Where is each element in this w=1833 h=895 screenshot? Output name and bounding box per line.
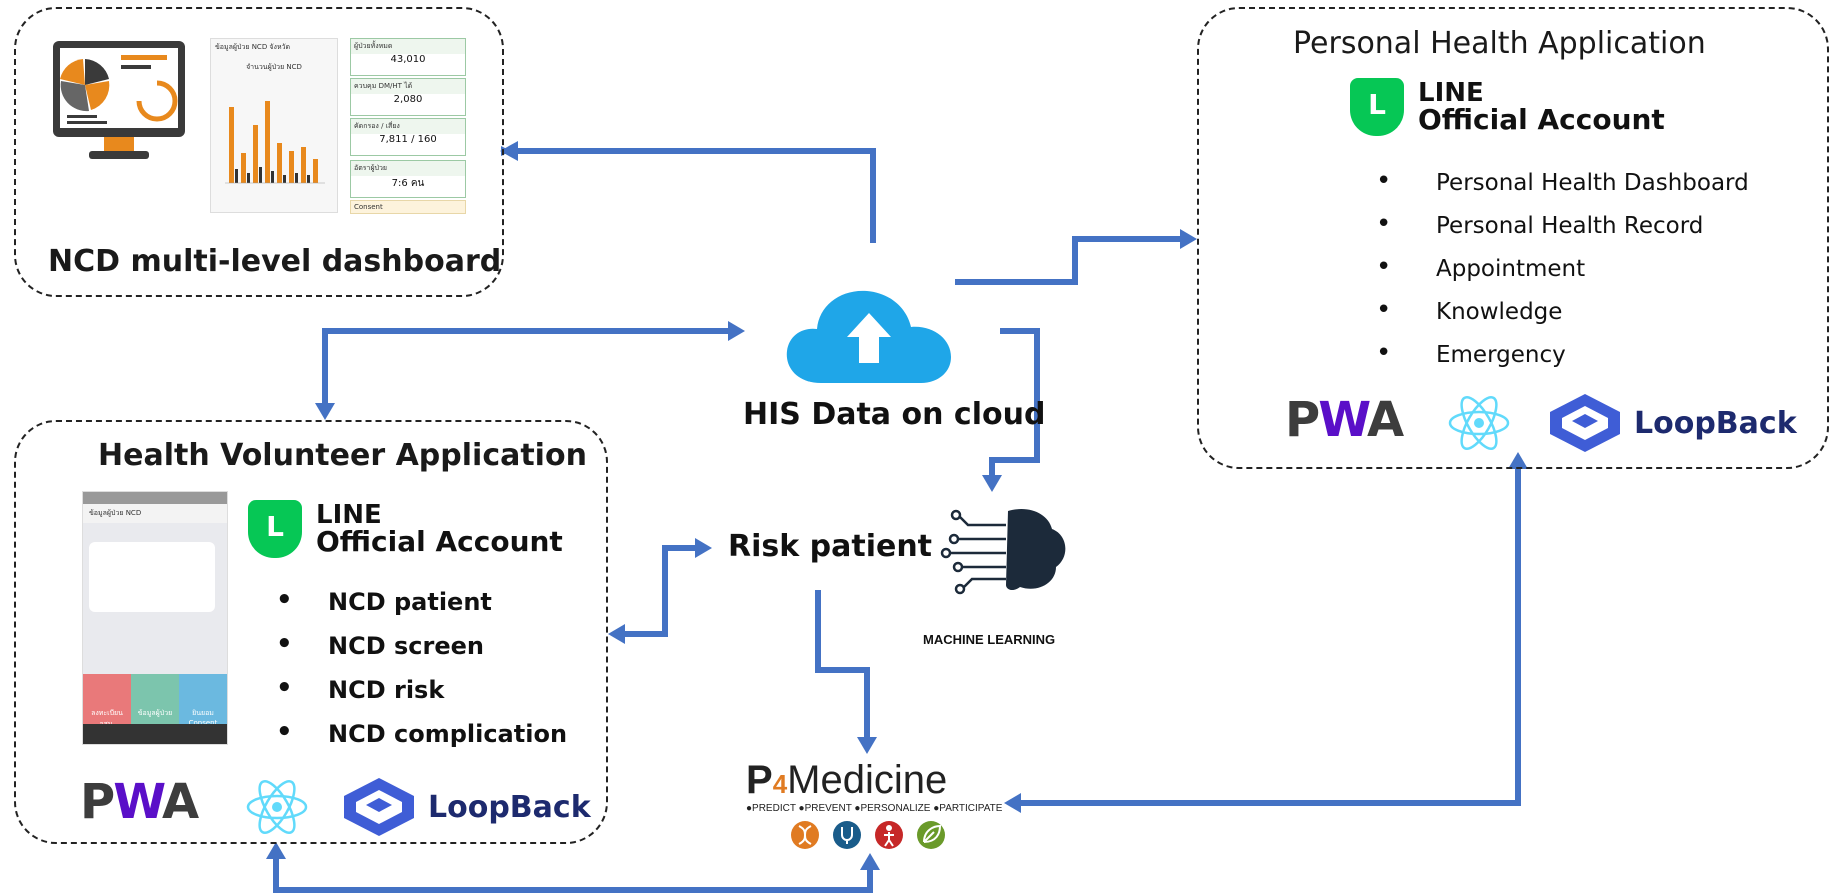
dashboard-screenshot-header: ข้อมูลผู้ป่วย NCD จังหวัด: [215, 43, 291, 51]
phone-tab-patient[interactable]: ข้อมูลผู้ป่วย: [131, 674, 179, 724]
list-item: NCD screen: [276, 622, 567, 668]
line-logo-text: LINE: [1418, 78, 1484, 108]
list-item: Knowledge: [1376, 289, 1749, 334]
p4-title: P4Medicine: [746, 758, 948, 802]
arrow-cloud-to-personal: [955, 236, 1185, 285]
line-logo-subtext: Official Account: [1418, 103, 1665, 136]
line-icon: L: [248, 500, 302, 558]
phone-tab-register[interactable]: ลงทะเบียน อสม.: [83, 674, 131, 728]
dashboard-chart-title: จำนวนผู้ป่วย NCD: [246, 63, 302, 71]
loopback-icon: [344, 778, 414, 836]
volunteer-feature-list: NCD patient NCD screen NCD risk NCD comp…: [276, 578, 567, 756]
line-icon: L: [1350, 78, 1404, 136]
line-logo-subtext: Official Account: [316, 525, 563, 558]
volunteer-line-logo: L LINE Official Account: [248, 500, 563, 558]
arrow-personal-p4: [1018, 465, 1521, 806]
arrow-volunteer-p4: [273, 854, 873, 893]
dashboard-stat-5: Consent: [350, 200, 466, 214]
list-item: Emergency: [1376, 332, 1749, 377]
personal-panel-title: Personal Health Application: [1293, 26, 1706, 61]
list-item: Personal Health Dashboard: [1376, 160, 1749, 205]
phone-tab-consent[interactable]: ยินยอม Consent: [179, 674, 227, 727]
cloud-label: HIS Data on cloud: [743, 397, 1046, 432]
dashboard-stat-2: ควบคุม DM/HT ได้ 2,080: [350, 78, 466, 116]
arrow-cloud-to-ml: [989, 328, 1040, 480]
personal-panel: [1197, 7, 1829, 469]
cloud-upload-icon: [786, 290, 951, 383]
p4-icon-row: [790, 820, 986, 850]
list-item: NCD complication: [276, 710, 567, 756]
personal-pwa-logo: PWA: [1285, 392, 1404, 448]
risk-patient-label: Risk patient: [728, 529, 933, 564]
volunteer-loopback-logo: LoopBack: [340, 776, 591, 838]
person-icon: [875, 821, 903, 849]
p4-medicine-logo: P4Medicine ●PREDICT ●PREVENT ●PERSONALIZ…: [746, 758, 1003, 850]
loopback-text: LoopBack: [428, 789, 591, 825]
volunteer-phone-screenshot: ข้อมูลผู้ป่วย NCD ลงทะเบียน อสม. ข้อมูลผ…: [82, 491, 228, 745]
machine-learning-label: MACHINE LEARNING: [923, 632, 1056, 647]
dashboard-panel: [14, 7, 504, 297]
list-item: NCD risk: [276, 666, 567, 712]
line-logo-text: LINE: [316, 500, 382, 530]
personal-react-icon: [1448, 396, 1510, 450]
p4-subtitle: ●PREDICT ●PREVENT ●PERSONALIZE ●PARTICIP…: [746, 803, 1003, 814]
loopback-text: LoopBack: [1634, 405, 1797, 441]
volunteer-panel-title: Health Volunteer Application: [98, 438, 587, 473]
arrow-cloud-to-dashboard: [508, 148, 876, 243]
dashboard-stat-4: อัตราผู้ป่วย 7:6 คน: [350, 160, 466, 198]
dashboard-stat-1: ผู้ป่วยทั้งหมด 43,010: [350, 38, 466, 76]
list-item: Appointment: [1376, 246, 1749, 291]
loopback-icon: [1550, 394, 1620, 452]
dashboard-screenshot: ข้อมูลผู้ป่วย NCD จังหวัด จำนวนผู้ป่วย N…: [210, 38, 338, 213]
phone-header: ข้อมูลผู้ป่วย NCD: [83, 504, 227, 523]
volunteer-panel: [14, 420, 608, 844]
dashboard-bar-chart: [225, 101, 325, 184]
dashboard-panel-title: NCD multi-level dashboard: [48, 244, 502, 279]
arrow-risk-volunteer: [620, 545, 700, 637]
personal-line-logo: L LINE Official Account: [1350, 78, 1665, 136]
volunteer-react-icon: [246, 780, 308, 834]
machine-learning-brain-icon: [940, 509, 1066, 595]
list-item: Personal Health Record: [1376, 203, 1749, 248]
volunteer-pwa-logo: PWA: [80, 774, 199, 830]
stethoscope-icon: [833, 821, 861, 849]
dashboard-stat-3: คัดกรอง / เสี่ยง 7,811 / 160: [350, 118, 466, 156]
personal-loopback-logo: LoopBack: [1546, 392, 1797, 454]
arrow-risk-to-p4: [815, 590, 870, 742]
leaf-icon: [917, 821, 945, 849]
dna-icon: [791, 821, 819, 849]
monitor-chart-icon: [53, 41, 185, 159]
list-item: NCD patient: [276, 578, 567, 624]
arrow-cloud-volunteer: [322, 328, 735, 408]
personal-feature-list: Personal Health Dashboard Personal Healt…: [1376, 160, 1749, 377]
